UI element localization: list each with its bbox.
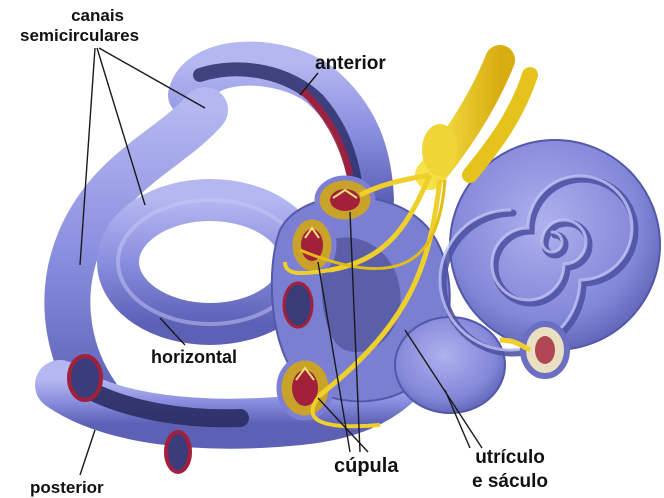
ampulla-anterior — [317, 178, 373, 222]
label-utriculo-line2: e sáculo — [472, 470, 548, 494]
ampulla-posterior — [279, 358, 331, 418]
label-canais-line1: canais — [71, 6, 124, 25]
label-cupula: cúpula — [334, 455, 398, 478]
label-canais-line2: semicirculares — [20, 26, 139, 46]
label-anterior: anterior — [315, 53, 386, 75]
label-utriculo-line1: utrículo — [472, 446, 548, 470]
label-utriculo-saculo: utrículo e sáculo — [472, 446, 548, 494]
label-posterior: posterior — [30, 478, 104, 498]
label-horizontal: horizontal — [151, 347, 237, 368]
label-canais-semicirculares: canais semicirculares — [56, 6, 139, 46]
ampulla-horizontal — [290, 217, 334, 273]
